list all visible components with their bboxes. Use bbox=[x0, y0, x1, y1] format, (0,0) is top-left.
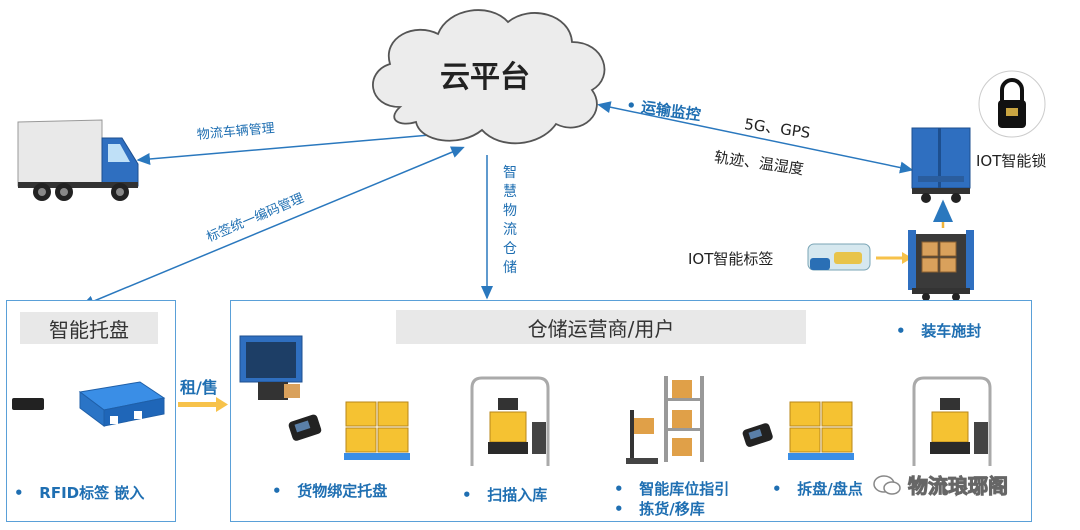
step-scan-inbound-label: 扫描入库 bbox=[487, 486, 548, 504]
step-smart-location: • 智能库位指引 bbox=[614, 480, 730, 498]
label-smart-warehouse: 智慧物流仓储 bbox=[503, 165, 517, 276]
cloud-shape bbox=[372, 9, 606, 145]
label-rent-sell: 租/售 bbox=[180, 378, 218, 397]
rfid-gate-2-icon bbox=[912, 376, 992, 466]
boxes-stack-icon bbox=[788, 401, 854, 460]
warehouse-rack-icon bbox=[626, 376, 704, 464]
watermark: 物流琅琊阁 bbox=[872, 470, 1009, 499]
cloud-label: 云平台 bbox=[440, 60, 530, 95]
handheld-scanner-icon bbox=[288, 414, 322, 441]
arrow-rent-sell bbox=[178, 402, 216, 407]
step-smart-location-label: 智能库位指引 bbox=[639, 480, 730, 498]
step-unpack-count: • 拆盘/盘点 bbox=[772, 480, 863, 498]
trailer-loading-icon bbox=[908, 230, 974, 301]
label-iot-tag: IOT智能标签 bbox=[688, 250, 774, 268]
container-icon bbox=[239, 335, 303, 400]
step-unpack-count-label: 拆盘/盘点 bbox=[797, 480, 863, 498]
boxes-on-pallet-icon bbox=[344, 401, 410, 460]
warehouse-operator-title: 仓储运营商/用户 bbox=[396, 310, 806, 344]
label-iot-lock: IOT智能锁 bbox=[976, 152, 1047, 170]
rfid-gate-icon bbox=[470, 376, 550, 466]
step-bind-pallet-label: 货物绑定托盘 bbox=[297, 482, 388, 500]
pallet-icon bbox=[78, 381, 166, 427]
lock-icon bbox=[978, 70, 1046, 138]
arrow-transport-monitor bbox=[597, 101, 914, 174]
iot-tag-icon bbox=[807, 243, 871, 271]
rfid-step-label: RFID标签 嵌入 bbox=[39, 484, 145, 502]
trailer-sealed-icon bbox=[911, 127, 971, 203]
watermark-text: 物流琅琊阁 bbox=[908, 474, 1009, 499]
handheld-scanner-2-icon bbox=[742, 423, 773, 447]
step-pick-move-label: 拣货/移库 bbox=[639, 500, 705, 518]
step-load-seal: • 装车施封 bbox=[896, 322, 982, 340]
rfid-step: • RFID标签 嵌入 bbox=[14, 484, 145, 502]
step-pick-move: • 拣货/移库 bbox=[614, 500, 705, 518]
arrow-label-coding bbox=[80, 146, 465, 307]
rfid-tag-icon bbox=[12, 398, 44, 410]
wechat-icon bbox=[873, 474, 901, 495]
smart-pallet-title: 智能托盘 bbox=[20, 312, 158, 344]
step-bind-pallet: • 货物绑定托盘 bbox=[272, 482, 388, 500]
truck-icon bbox=[17, 119, 139, 201]
step-scan-inbound: • 扫描入库 bbox=[462, 486, 548, 504]
step-load-seal-label: 装车施封 bbox=[921, 322, 982, 340]
